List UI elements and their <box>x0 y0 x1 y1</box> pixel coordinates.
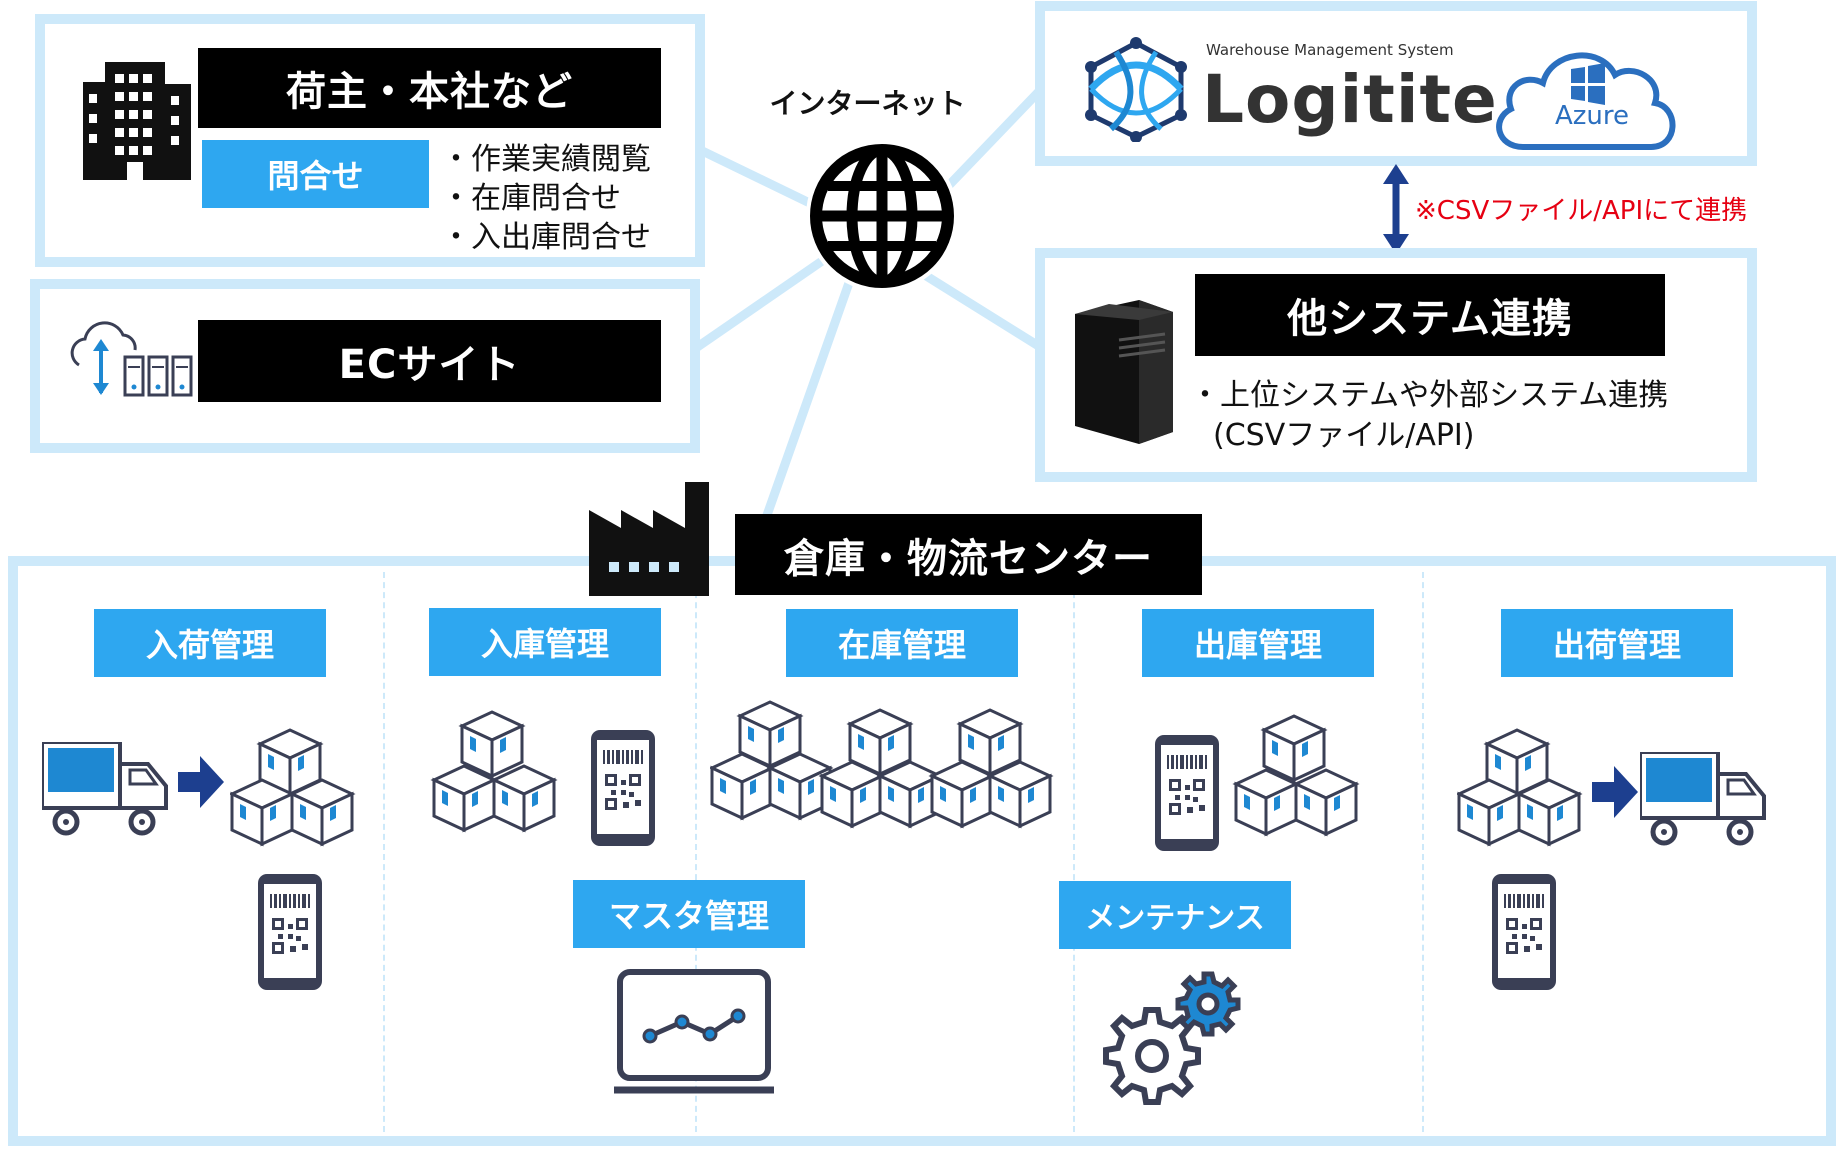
double-arrow-icon <box>1383 164 1409 254</box>
shipper-panel: 荷主・本社など 問合せ ・作業実績閲覧 ・在庫問合せ ・入出庫問合せ <box>35 14 705 267</box>
smartphone-barcode-icon <box>1155 735 1219 851</box>
wms-panel: Warehouse Management System Logitite Azu… <box>1035 1 1757 166</box>
arrow-right-icon <box>178 756 224 808</box>
other-system-panel: 他システム連携 ・上位システムや外部システム連携 (CSVファイル/API) <box>1035 248 1757 482</box>
separator-4 <box>1422 572 1424 1132</box>
other-system-desc-1: ・上位システムや外部システム連携 <box>1190 378 1669 413</box>
boxes-icon <box>710 700 1052 828</box>
inquiry-item-inout: ・入出庫問合せ <box>441 220 651 255</box>
master-label: マスタ管理 <box>573 880 805 948</box>
inquiry-item-results: ・作業実績閲覧 <box>441 142 651 177</box>
smartphone-barcode-icon <box>258 874 322 990</box>
inquiry-list: ・作業実績閲覧 ・在庫問合せ ・入出庫問合せ <box>441 140 651 257</box>
arrow-right-icon <box>1592 766 1638 818</box>
ec-site-title: ECサイト <box>198 320 661 402</box>
other-system-title: 他システム連携 <box>1195 274 1665 356</box>
separator-1 <box>383 572 385 1132</box>
warehouse-title: 倉庫・物流センター <box>735 514 1202 595</box>
boxes-icon <box>230 728 354 846</box>
maintenance-label: メンテナンス <box>1059 881 1291 949</box>
gears-icon <box>1103 971 1241 1105</box>
wms-subtitle: Warehouse Management System <box>1206 41 1454 59</box>
boxes-icon <box>432 710 556 832</box>
shipping-label: 出荷管理 <box>1501 609 1733 677</box>
globe-icon <box>806 140 958 292</box>
link-note: ※CSVファイル/APIにて連携 <box>1415 196 1748 226</box>
picking-label: 出庫管理 <box>1142 609 1374 677</box>
factory-icon <box>589 482 709 596</box>
receiving-label: 入荷管理 <box>94 609 326 677</box>
inventory-label: 在庫管理 <box>786 609 1018 677</box>
server-tower-icon <box>1075 300 1173 444</box>
monitor-chart-icon <box>614 969 774 1094</box>
inquiry-label: 問合せ <box>202 140 429 208</box>
smartphone-barcode-icon <box>591 730 655 846</box>
boxes-icon <box>1457 728 1581 846</box>
smartphone-barcode-icon <box>1492 874 1556 990</box>
boxes-icon <box>1234 714 1358 836</box>
building-icon <box>83 62 191 180</box>
azure-label: Azure <box>1554 101 1630 131</box>
cloud-server-icon <box>70 321 193 397</box>
other-system-desc-2: (CSVファイル/API) <box>1213 418 1475 453</box>
truck-icon <box>42 742 172 838</box>
logitite-logo-icon <box>1085 37 1187 142</box>
azure-cloud-icon <box>1496 52 1676 150</box>
inquiry-item-stock: ・在庫問合せ <box>441 181 621 216</box>
putaway-label: 入庫管理 <box>429 608 661 676</box>
logitite-name: Logitite <box>1202 61 1498 138</box>
ec-site-panel: ECサイト <box>30 279 700 453</box>
shipper-title: 荷主・本社など <box>198 48 661 128</box>
separator-3 <box>1073 572 1075 1132</box>
separator-2 <box>695 572 697 1132</box>
truck-icon <box>1640 752 1770 848</box>
internet-label: インターネット <box>769 87 966 120</box>
